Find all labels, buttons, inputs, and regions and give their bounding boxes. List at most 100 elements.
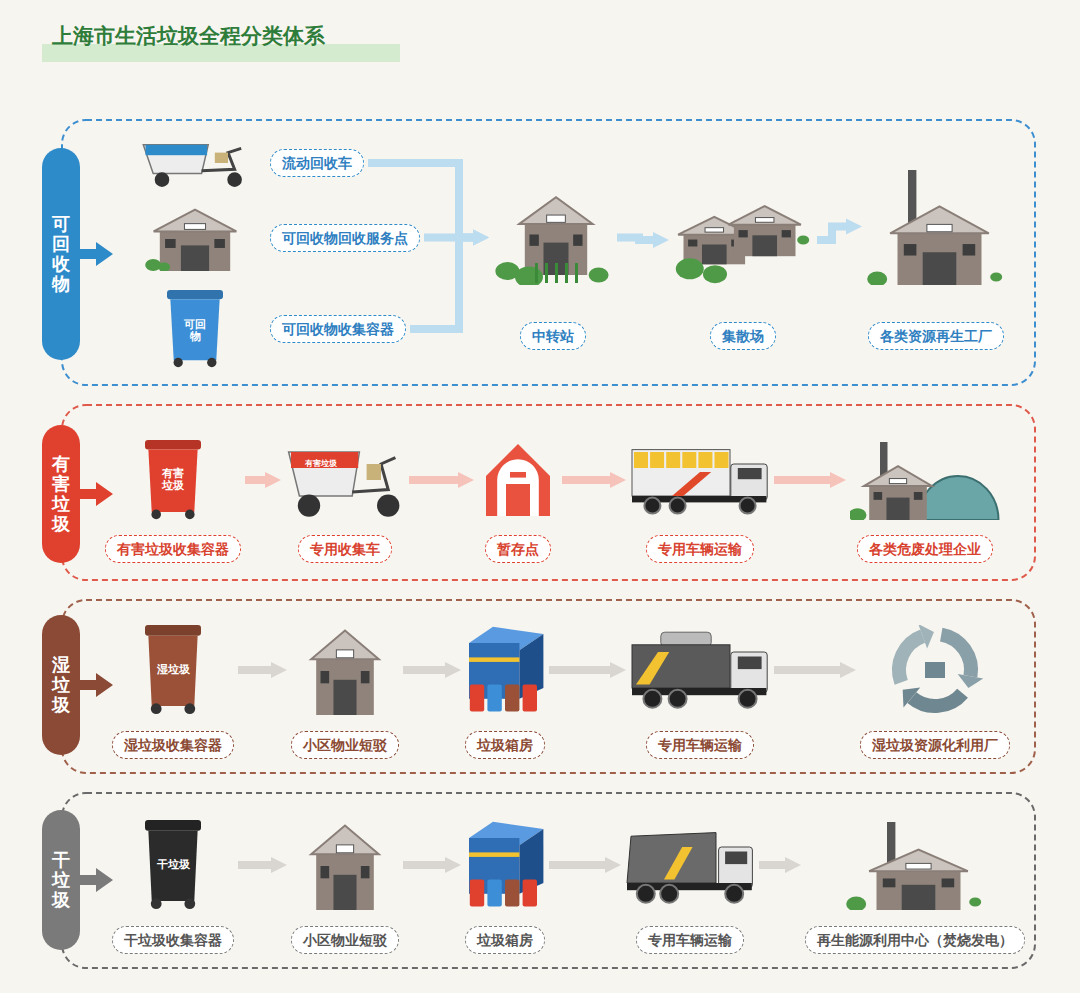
process-step: 有害 垃圾有害垃圾收集容器	[105, 440, 241, 563]
flow-arrow	[562, 476, 610, 484]
container-label: 可回 物	[183, 318, 207, 342]
category-arrow	[78, 868, 113, 892]
step-icon	[300, 820, 390, 910]
step-label: 小区物业短驳	[303, 932, 387, 948]
flow-arrow	[403, 666, 445, 674]
step-label-pill: 有害垃圾收集容器	[105, 535, 241, 563]
flow-arrow	[817, 227, 846, 241]
step-icon	[866, 168, 1006, 285]
recycle-icon	[885, 625, 985, 715]
hazplant-icon	[850, 440, 1000, 520]
step-icon	[673, 195, 813, 285]
step-label: 有害垃圾收集容器	[117, 541, 229, 557]
step-label: 专用车辆运输	[658, 737, 742, 753]
step-label-pill: 垃圾箱房	[465, 926, 545, 954]
flow-arrow	[238, 861, 271, 869]
step-label: 再生能源利用中心（焚烧发电）	[817, 932, 1013, 948]
step-label-pill: 各类危废处理企业	[857, 535, 993, 563]
container-label: 有害 垃圾	[161, 468, 185, 492]
factory-icon	[845, 820, 985, 910]
step-label: 垃圾箱房	[477, 932, 533, 948]
step-label-pill: 小区物业短驳	[291, 926, 399, 954]
process-step: 可回 物 可回收物收集容器	[140, 290, 406, 368]
step-icon	[140, 205, 250, 271]
step-label-pill: 湿垃圾收集容器	[112, 731, 234, 759]
step-label-pill: 各类资源再生工厂	[868, 322, 1004, 350]
step-label: 湿垃圾收集容器	[124, 737, 222, 753]
process-step: 垃圾箱房	[465, 820, 545, 954]
container-label: 有害垃圾	[305, 460, 337, 469]
container-label: 湿垃圾	[157, 664, 190, 676]
step-label: 暂存点	[497, 541, 539, 557]
category-label: 干垃圾	[52, 850, 70, 909]
step-label: 各类资源再生工厂	[880, 328, 992, 344]
boxroom-icon	[465, 625, 545, 715]
truckBox-icon	[630, 440, 770, 520]
process-step: 专用车辆运输	[625, 820, 755, 954]
step-label-pill: 小区物业短驳	[291, 731, 399, 759]
step-label-pill: 集散场	[710, 322, 776, 350]
step-icon: 有害 垃圾	[143, 440, 203, 520]
flow-arrow	[410, 238, 473, 330]
step-label-pill: 可回收物回收服务点	[270, 224, 420, 252]
house-icon	[300, 820, 390, 910]
process-step: 小区物业短驳	[291, 625, 399, 759]
process-step: 有害垃圾专用收集车	[285, 440, 405, 563]
flow-arrow	[774, 476, 830, 484]
step-label: 小区物业短驳	[303, 737, 387, 753]
flow-arrow	[549, 666, 610, 674]
flow-arrow	[549, 861, 605, 869]
step-icon	[885, 625, 985, 715]
step-label: 专用收集车	[310, 541, 380, 557]
step-icon	[478, 440, 558, 520]
step-icon	[493, 190, 613, 285]
category-pill: 干垃圾	[42, 810, 80, 950]
flow-arrow	[759, 861, 785, 869]
step-icon: 有害垃圾	[285, 440, 405, 520]
step-icon: 湿垃圾	[143, 625, 203, 715]
step-label: 可回收物收集容器	[282, 321, 394, 337]
house-icon	[140, 205, 250, 271]
step-icon	[625, 820, 755, 910]
boxroom-icon	[465, 820, 545, 910]
step-label-pill: 可回收物收集容器	[270, 315, 406, 343]
tricycle-icon	[285, 440, 405, 520]
step-label: 专用车辆运输	[648, 932, 732, 948]
step-icon	[850, 440, 1000, 520]
step-label-pill: 再生能源利用中心（焚烧发电）	[805, 926, 1025, 954]
category-arrows	[78, 242, 113, 892]
band-outline	[62, 120, 1035, 385]
house-icon	[300, 625, 390, 715]
flow-arrow	[774, 666, 840, 674]
process-step: 再生能源利用中心（焚烧发电）	[805, 820, 1025, 954]
tricycle-icon	[140, 137, 250, 189]
step-label-pill: 垃圾箱房	[465, 731, 545, 759]
flow-arrow	[403, 861, 445, 869]
step-icon	[465, 820, 545, 910]
process-step: 集散场	[673, 195, 813, 350]
process-step: 干垃圾干垃圾收集容器	[112, 820, 234, 954]
category-label: 可回收物	[52, 214, 70, 293]
truckTank-icon	[630, 625, 770, 715]
step-label: 流动回收车	[282, 155, 352, 171]
category-arrow	[78, 673, 113, 697]
step-icon	[300, 625, 390, 715]
step-label: 垃圾箱房	[477, 737, 533, 753]
process-step: 湿垃圾资源化利用厂	[860, 625, 1010, 759]
step-label: 湿垃圾资源化利用厂	[872, 737, 998, 753]
warehouse2-icon	[673, 195, 813, 285]
container-label: 干垃圾	[157, 859, 190, 871]
band-outline	[62, 793, 1035, 968]
step-icon	[630, 440, 770, 520]
flow-arrow	[409, 476, 458, 484]
step-icon	[630, 625, 770, 715]
step-label-pill: 中转站	[520, 322, 586, 350]
band-outline	[62, 405, 1035, 580]
step-label: 集散场	[722, 328, 764, 344]
step-label-pill: 专用收集车	[298, 535, 392, 563]
category-pill: 有害垃圾	[42, 425, 80, 563]
step-icon	[140, 137, 250, 189]
category-pill: 湿垃圾	[42, 615, 80, 755]
category-label: 有害垃圾	[52, 454, 70, 533]
flow-arrow	[245, 476, 265, 484]
